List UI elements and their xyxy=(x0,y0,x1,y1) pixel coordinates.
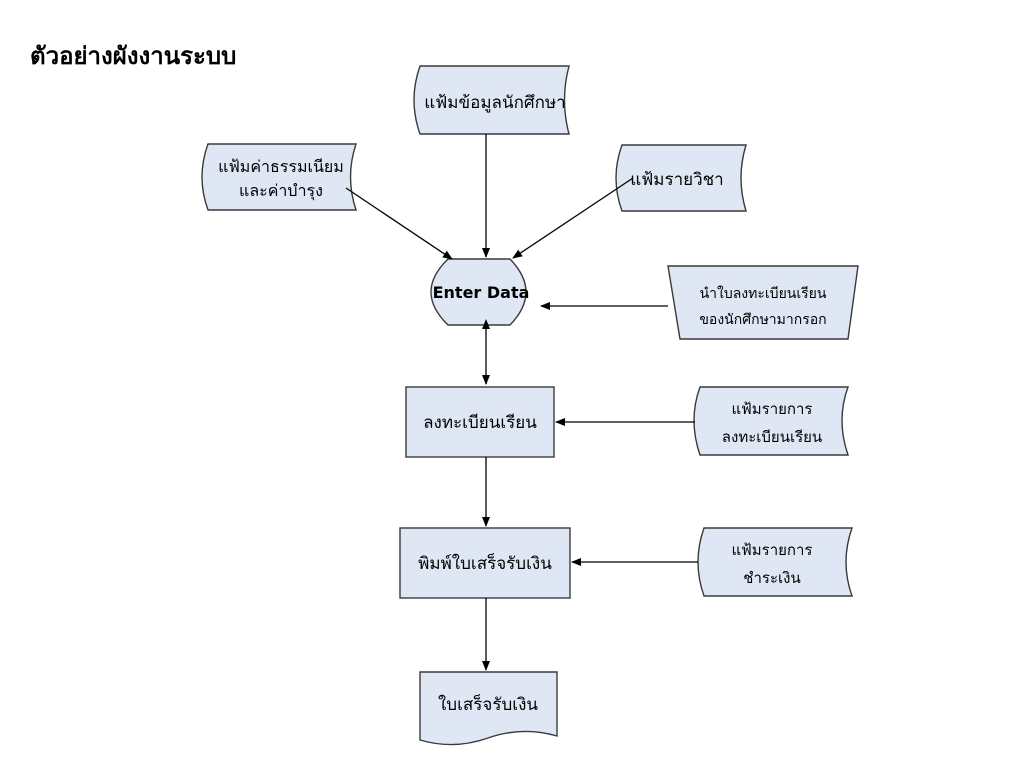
student-data-file-node: แฟ้มข้อมูลนักศึกษา xyxy=(413,65,570,135)
course-file-node: แฟ้มรายวิชา xyxy=(615,144,747,212)
manual-input-node: นำใบลงทะเบียนเรียน ของนักศึกษามากรอก xyxy=(667,265,859,340)
print-receipt-process-node: พิมพ์ใบเสร็จรับเงิน xyxy=(399,527,571,599)
fees-file-label-line1: แฟ้มค่าธรรมเนียม xyxy=(218,157,344,176)
payment-file-label-line2: ชำระเงิน xyxy=(743,569,800,587)
payment-file-node: แฟ้มรายการ ชำระเงิน xyxy=(697,527,853,597)
fees-file-node: แฟ้มค่าธรรมเนียม และค่าบำรุง xyxy=(201,143,357,211)
register-process-label: ลงทะเบียนเรียน xyxy=(423,413,537,433)
fees-file-label-line2: และค่าบำรุง xyxy=(239,181,323,201)
course-file-label: แฟ้มรายวิชา xyxy=(630,170,723,190)
page-title: ตัวอย่างผังงานระบบ xyxy=(30,41,237,70)
student-data-file-label: แฟ้มข้อมูลนักศึกษา xyxy=(424,93,565,113)
enter-data-node: Enter Data xyxy=(430,258,530,326)
register-list-file-label-line1: แฟ้มรายการ xyxy=(731,400,812,418)
register-process-node: ลงทะเบียนเรียน xyxy=(405,386,555,458)
manual-input-label-line2: ของนักศึกษามากรอก xyxy=(699,312,826,328)
receipt-document-node: ใบเสร็จรับเงิน xyxy=(419,671,558,746)
arrow-course-file-to-enter-data xyxy=(512,177,634,259)
arrow-fees-file-to-enter-data xyxy=(345,187,453,260)
payment-file-label-line1: แฟ้มรายการ xyxy=(731,541,812,559)
register-list-file-label-line2: ลงทะเบียนเรียน xyxy=(722,428,822,446)
register-list-file-node: แฟ้มรายการ ลงทะเบียนเรียน xyxy=(693,386,849,456)
receipt-document-label: ใบเสร็จรับเงิน xyxy=(438,693,538,715)
print-receipt-process-label: พิมพ์ใบเสร็จรับเงิน xyxy=(418,552,552,574)
enter-data-label: Enter Data xyxy=(433,283,530,302)
manual-input-label-line1: นำใบลงทะเบียนเรียน xyxy=(700,285,827,302)
